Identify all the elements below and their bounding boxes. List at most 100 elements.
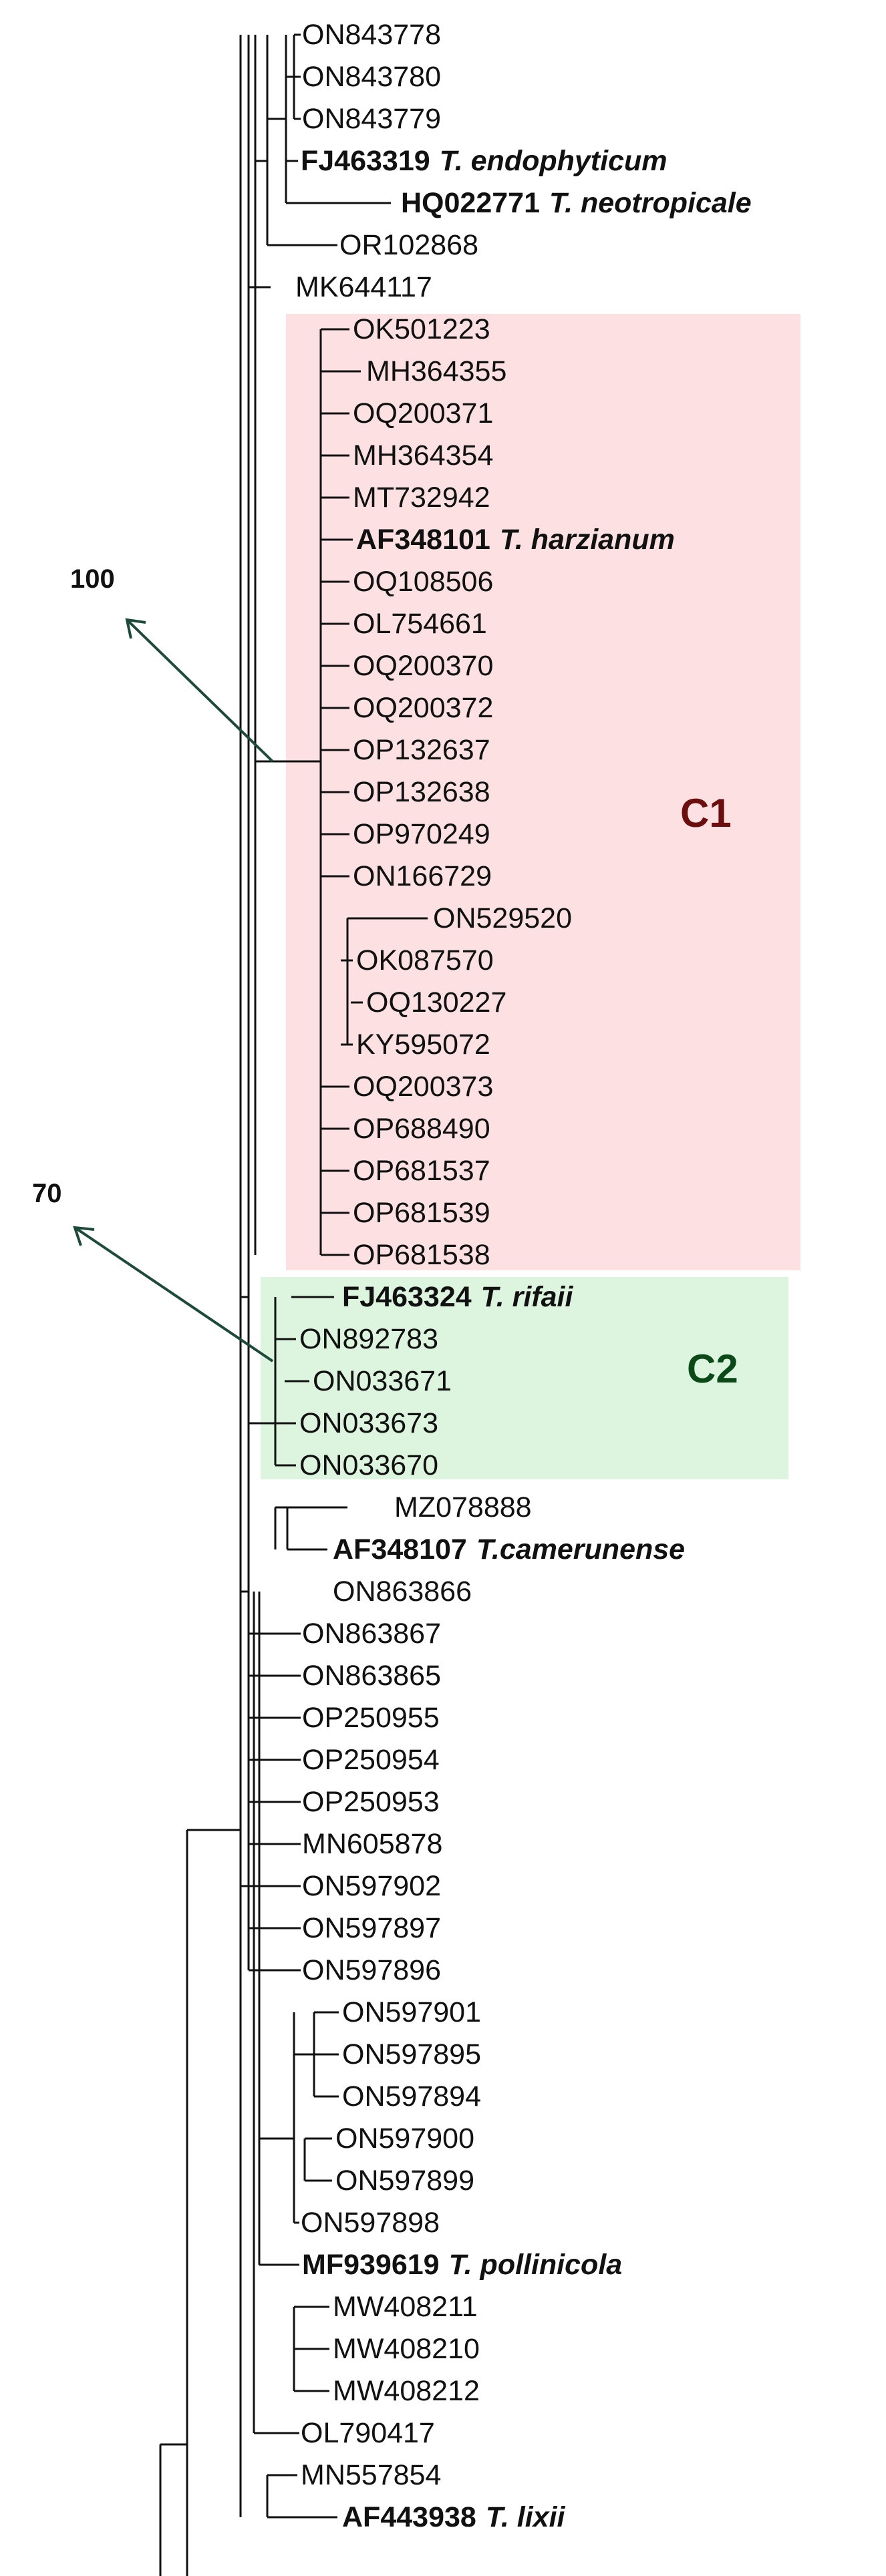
accession-number: OK087570 xyxy=(356,944,494,976)
accession-number: OP970249 xyxy=(353,818,490,850)
accession-number: MW408212 xyxy=(333,2375,480,2407)
taxon-label: ON843779 xyxy=(302,103,441,135)
accession-number: AF348101 xyxy=(356,524,490,556)
taxon-label: MT732942 xyxy=(353,482,490,514)
taxon-label: ON033670 xyxy=(299,1449,438,1481)
accession-number: KY595072 xyxy=(356,1029,490,1061)
accession-number: OR102868 xyxy=(339,229,478,261)
species-name: T. endophyticum xyxy=(440,145,668,177)
clade-c2-highlight xyxy=(261,1277,788,1479)
taxon-label: ON529520 xyxy=(433,902,572,934)
accession-number: AF348107 xyxy=(333,1533,467,1566)
species-name: T. lixii xyxy=(486,2501,566,2533)
accession-number: OK501223 xyxy=(353,313,490,345)
taxon-label: OK087570 xyxy=(356,944,494,976)
taxon-label: OP688490 xyxy=(353,1113,490,1145)
accession-number: ON597899 xyxy=(335,2165,474,2197)
taxon-label: ON597899 xyxy=(335,2165,474,2197)
bootstrap-label-100: 100 xyxy=(70,564,115,594)
accession-number: OP681538 xyxy=(353,1239,490,1271)
clade-c1-highlight xyxy=(286,314,800,1270)
accession-number: ON033670 xyxy=(299,1449,438,1481)
taxon-label: ON597897 xyxy=(302,1912,441,1944)
accession-number: ON863866 xyxy=(333,1576,472,1608)
taxon-label: OQ130227 xyxy=(366,986,506,1019)
taxon-label: ON597896 xyxy=(302,1954,441,1986)
accession-number: OP250955 xyxy=(302,1702,440,1734)
accession-number: ON863865 xyxy=(302,1660,441,1692)
accession-number: MN557854 xyxy=(301,2459,441,2491)
species-name: T. harzianum xyxy=(500,524,675,556)
accession-number: MN605878 xyxy=(302,1828,442,1860)
accession-number: ON843778 xyxy=(302,19,441,51)
taxon-label: ON597901 xyxy=(342,1996,481,2028)
taxon-label: MF939619 T. pollinicola xyxy=(302,2249,622,2281)
taxon-label: OP250955 xyxy=(302,1702,440,1734)
taxon-label: OL754661 xyxy=(353,608,487,640)
accession-number: FJ463324 xyxy=(342,1281,472,1313)
taxon-label: ON843780 xyxy=(302,61,441,93)
accession-number: ON166729 xyxy=(353,860,492,892)
taxon-label: OP132637 xyxy=(353,734,490,766)
taxon-label: MW408212 xyxy=(333,2375,480,2407)
accession-number: MH364355 xyxy=(366,355,506,387)
accession-number: ON597900 xyxy=(335,2123,474,2155)
accession-number: ON597894 xyxy=(342,2080,481,2112)
accession-number: OQ200372 xyxy=(353,692,493,724)
bootstrap-arrow-100 xyxy=(126,618,274,763)
bootstrap-arrow-100-head xyxy=(125,618,146,639)
accession-number: OQ130227 xyxy=(366,986,506,1019)
taxon-label: ON597900 xyxy=(335,2123,474,2155)
accession-number: FJ463319 xyxy=(301,145,430,177)
clade-c1-label: C1 xyxy=(680,791,732,836)
taxon-label: KY595072 xyxy=(356,1029,490,1061)
taxon-label: MH364354 xyxy=(353,439,493,472)
accession-number: MF939619 xyxy=(302,2249,440,2281)
accession-number: OP681537 xyxy=(353,1155,490,1187)
taxon-label: MK644117 xyxy=(295,271,432,303)
accession-number: MT732942 xyxy=(353,482,490,514)
accession-number: OQ200371 xyxy=(353,397,493,429)
taxon-label: AF348101 T. harzianum xyxy=(356,524,675,556)
taxon-label: ON597898 xyxy=(301,2207,440,2239)
taxon-label: OP681539 xyxy=(353,1197,490,1229)
accession-number: OP132638 xyxy=(353,776,490,808)
taxon-label: ON843778 xyxy=(302,19,441,51)
taxon-label: OP132638 xyxy=(353,776,490,808)
accession-number: ON597901 xyxy=(342,1996,481,2028)
accession-number: ON033671 xyxy=(313,1365,452,1397)
accession-number: ON597896 xyxy=(302,1954,441,1986)
tree-branches xyxy=(159,33,428,2576)
accession-number: OQ200373 xyxy=(353,1071,493,1103)
taxon-label: MH364355 xyxy=(366,355,506,387)
taxon-label: OR102868 xyxy=(339,229,478,261)
accession-number: MK644117 xyxy=(295,271,432,303)
accession-number: OL754661 xyxy=(353,608,487,640)
accession-number: ON597897 xyxy=(302,1912,441,1944)
accession-number: MZ078888 xyxy=(394,1491,532,1523)
taxon-label: OQ200370 xyxy=(353,650,493,682)
species-name: T. pollinicola xyxy=(449,2249,623,2281)
taxon-label: OP681538 xyxy=(353,1239,490,1271)
taxon-label: ON597894 xyxy=(342,2080,481,2112)
accession-number: ON863867 xyxy=(302,1618,441,1650)
taxon-label: ON033673 xyxy=(299,1407,438,1439)
accession-number: ON843780 xyxy=(302,61,441,93)
accession-number: ON892783 xyxy=(299,1323,438,1355)
accession-number: HQ022771 xyxy=(401,187,540,219)
accession-number: AF443938 xyxy=(342,2501,476,2533)
accession-number: OP250953 xyxy=(302,1786,440,1818)
taxon-label: ON033671 xyxy=(313,1365,452,1397)
bootstrap-arrow-70 xyxy=(73,1226,274,1362)
taxon-label: OQ200371 xyxy=(353,397,493,429)
taxon-label: OK501223 xyxy=(353,313,490,345)
accession-number: MW408210 xyxy=(333,2333,480,2365)
taxon-label: MN557854 xyxy=(301,2459,441,2491)
accession-number: OP132637 xyxy=(353,734,490,766)
taxon-label: AF443938 T. lixii xyxy=(342,2501,566,2533)
taxon-label: ON863865 xyxy=(302,1660,441,1692)
accession-number: MH364354 xyxy=(353,439,493,472)
